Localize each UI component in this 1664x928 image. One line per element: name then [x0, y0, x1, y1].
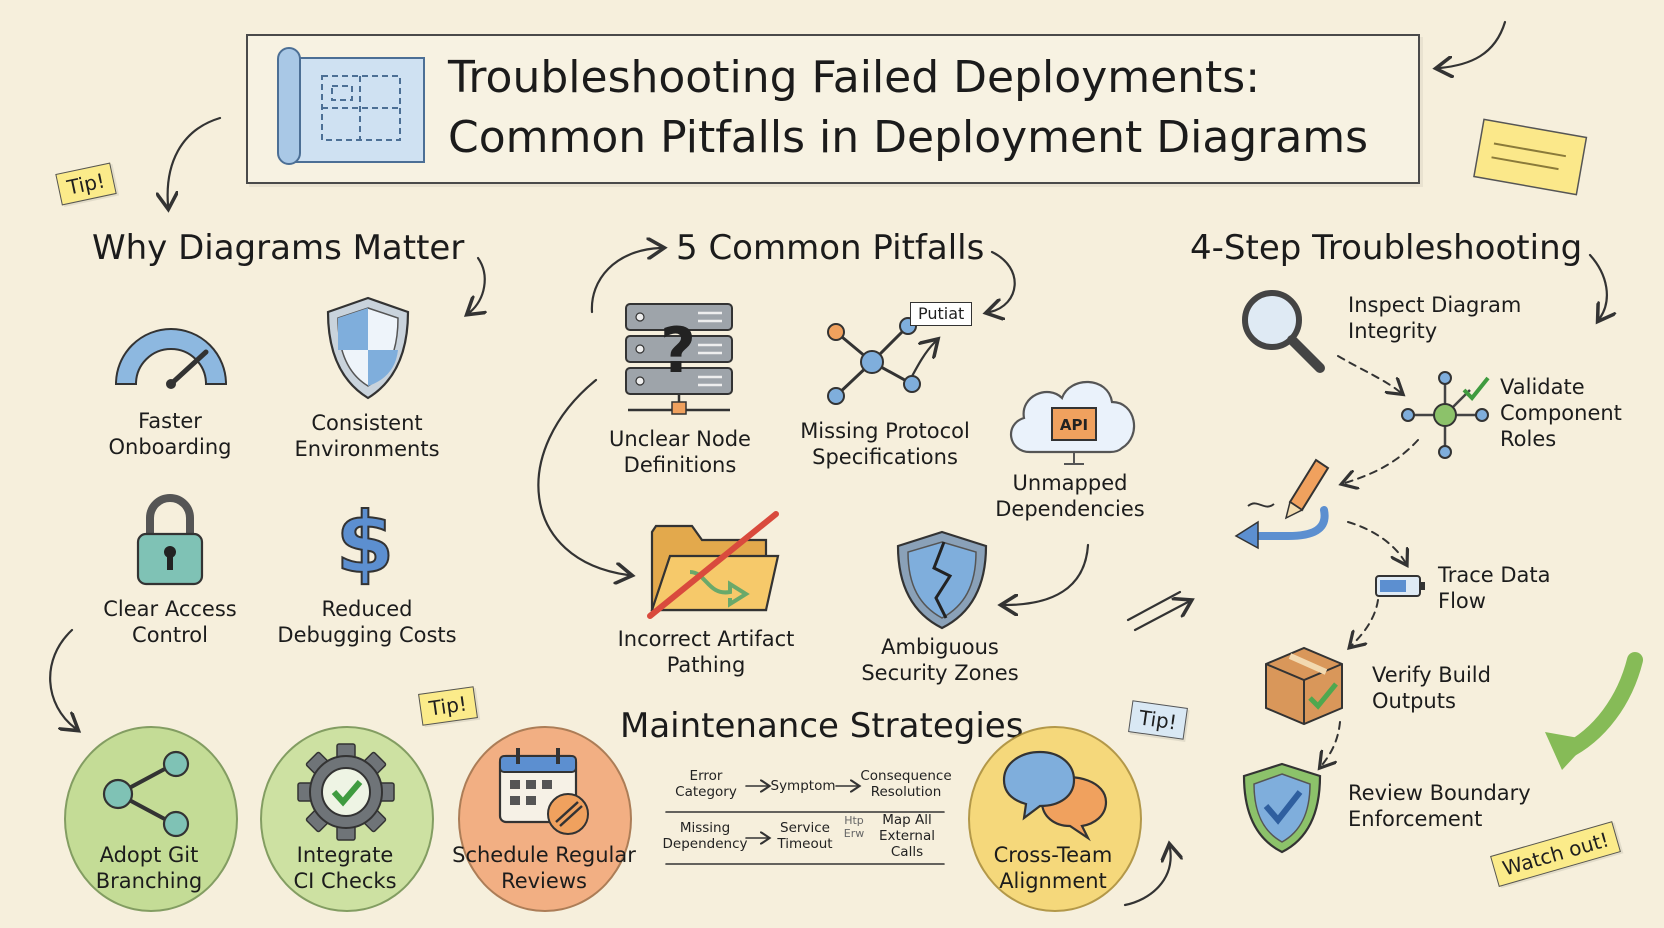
title-frame — [246, 34, 1420, 184]
server-question-icon: ? — [625, 303, 733, 415]
battery-icon — [1375, 575, 1425, 597]
step-inspect-diagram-integrity: Inspect Diagram Integrity — [1348, 293, 1522, 343]
cloud-api-icon — [1009, 380, 1136, 465]
pitfall-missing-protocol-specifications: Missing Protocol Specifications — [800, 419, 970, 469]
gear-check-icon — [297, 743, 395, 841]
pitfall-incorrect-artifact-pathing: Incorrect Artifact Pathing — [617, 627, 795, 677]
page-title-line1: Troubleshooting Failed Deployments: — [448, 52, 1261, 103]
table-header-symptom: Symptom — [770, 778, 836, 794]
why-item-consistent-environments: Consistent Environments — [294, 411, 440, 461]
maintenance-heading: Maintenance Strategies — [620, 706, 1024, 746]
why-item-clear-access-control: Clear Access Control — [103, 597, 237, 647]
calendar-icon — [498, 748, 589, 835]
table-header-consequence-resolution: Consequence Resolution — [860, 768, 952, 800]
error-table-lines — [665, 760, 945, 865]
step-verify-build-outputs: Verify Build Outputs — [1372, 663, 1491, 713]
partial-tag: Putiat — [910, 302, 973, 326]
maintenance-cross-team-alignment: Cross-Team Alignment — [993, 843, 1113, 893]
crossed-folder-icon — [647, 511, 780, 619]
validated-network-icon — [1401, 371, 1490, 459]
step-trace-data-flow: Trace Data Flow — [1438, 563, 1551, 613]
table-cell-scribble: Htp Erw — [843, 814, 865, 840]
maintenance-schedule-regular-reviews: Schedule Regular Reviews — [452, 843, 636, 893]
shield-icon — [326, 296, 410, 400]
table-header-error-category: Error Category — [675, 768, 737, 800]
network-nodes-icon — [827, 317, 921, 405]
pencil-return-icon — [1234, 458, 1330, 550]
steps-heading: 4-Step Troubleshooting — [1190, 228, 1583, 268]
page-title-line2: Common Pitfalls in Deployment Diagrams — [448, 112, 1369, 163]
why-item-reduced-debugging-costs: Reduced Debugging Costs — [277, 597, 457, 647]
maintenance-integrate-ci-checks: Integrate CI Checks — [293, 843, 397, 893]
why-item-faster-onboarding: Faster Onboarding — [108, 409, 232, 459]
check-shield-icon — [1242, 762, 1322, 854]
padlock-icon — [136, 494, 204, 586]
svg-text:$: $ — [336, 494, 394, 590]
git-branch-icon — [102, 750, 190, 838]
why-heading: Why Diagrams Matter — [92, 228, 465, 268]
speech-bubbles-icon — [1002, 750, 1108, 842]
cracked-shield-icon — [896, 530, 988, 630]
speedometer-icon — [114, 328, 228, 389]
api-badge: API — [1059, 416, 1089, 434]
page-title: Troubleshooting Failed Deployments: Comm… — [448, 48, 1378, 168]
pitfall-unmapped-dependencies: Unmapped Dependencies — [995, 471, 1145, 521]
step-validate-component-roles: Validate Component Roles — [1500, 375, 1622, 451]
maintenance-circle-git — [64, 726, 238, 912]
checked-box-icon — [1265, 646, 1343, 726]
step-review-boundary-enforcement: Review Boundary Enforcement — [1348, 781, 1531, 831]
pitfalls-heading: 5 Common Pitfalls — [676, 228, 985, 268]
maintenance-adopt-git-branching: Adopt Git Branching — [95, 843, 203, 893]
table-cell-service-timeout: Service Timeout — [777, 820, 833, 852]
table-cell-map-all-external-calls: Map All External Calls — [878, 812, 935, 860]
dollar-icon: $ — [335, 493, 395, 590]
svg-text:?: ? — [660, 314, 696, 387]
pitfall-unclear-node-definitions: Unclear Node Definitions — [609, 427, 751, 477]
magnifier-icon — [1242, 290, 1325, 373]
blueprint-scroll-icon — [277, 47, 425, 165]
table-cell-missing-dependency: Missing Dependency — [662, 820, 748, 852]
pitfall-ambiguous-security-zones: Ambiguous Security Zones — [861, 635, 1019, 685]
